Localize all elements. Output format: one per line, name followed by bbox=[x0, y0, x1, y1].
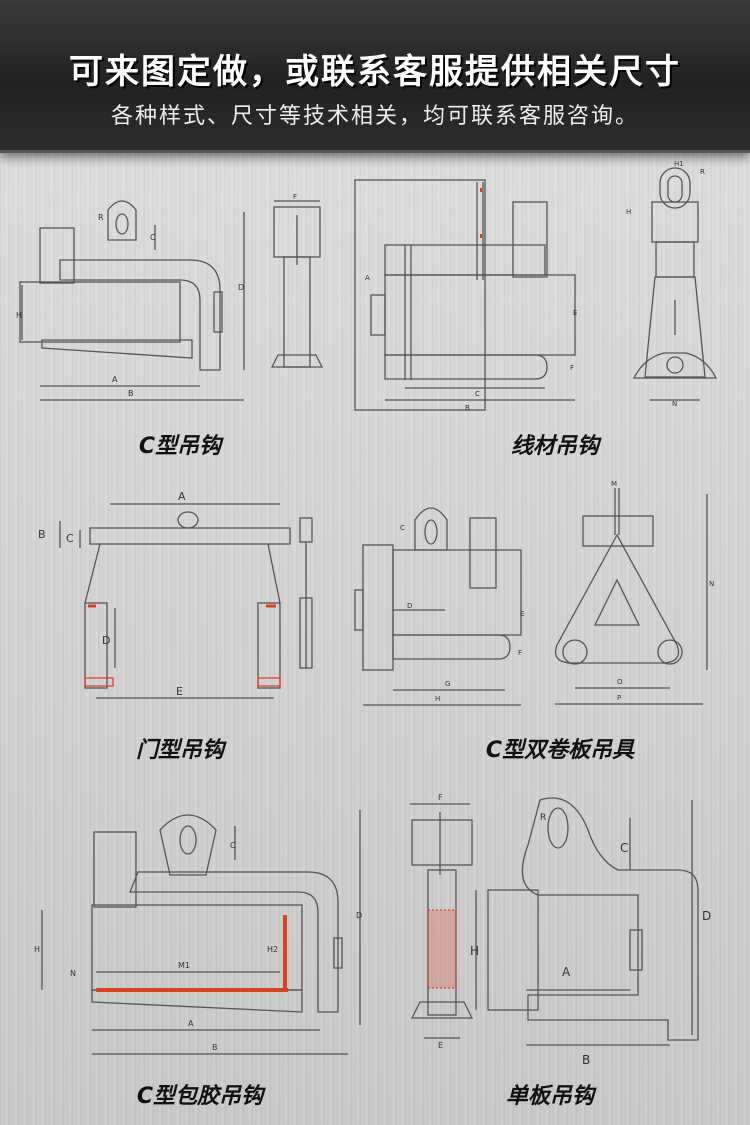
dim-a-label: A bbox=[562, 965, 571, 979]
dim-c-label: C bbox=[620, 841, 628, 855]
dim-h-label: H bbox=[34, 945, 40, 954]
dim-c-label: C bbox=[230, 841, 236, 850]
caption-gate-hook: 门型吊钩 bbox=[135, 738, 224, 763]
dim-m1-label: M1 bbox=[178, 961, 190, 970]
dim-h-label: H bbox=[470, 944, 479, 958]
caption-c-rubber-hook: C型包胶吊钩 bbox=[136, 1084, 264, 1109]
dim-e-label: E bbox=[520, 610, 524, 618]
dim-b-label: B bbox=[212, 1043, 218, 1052]
dim-h-label: H bbox=[626, 208, 631, 216]
dim-h-label: H bbox=[16, 311, 22, 320]
page-subtitle: 各种样式、尺寸等技术相关，均可联系客服咨询。 bbox=[110, 104, 639, 129]
caption-single-plate-hook: 单板吊钩 bbox=[505, 1084, 594, 1109]
dim-f-label: F bbox=[293, 193, 297, 201]
dim-c-label: C bbox=[475, 390, 480, 398]
dim-b-label: B bbox=[465, 404, 470, 412]
dim-a-label: A bbox=[178, 490, 186, 503]
c-double-coil-front-drawing: M N O P bbox=[545, 480, 725, 715]
c-rubber-hook-drawing: A B C D H H2 M1 N bbox=[30, 800, 380, 1070]
c-double-coil-side-drawing: D E F G H C bbox=[345, 490, 545, 715]
dim-d-label: D bbox=[356, 911, 362, 920]
single-plate-front-drawing: F E bbox=[400, 790, 490, 1055]
dim-c-label: C bbox=[400, 524, 405, 532]
caption-c-double-coil: C型双卷板吊具 bbox=[485, 738, 635, 763]
dim-n-label: N bbox=[672, 400, 677, 408]
dim-o-label: O bbox=[617, 678, 623, 686]
dim-h1-label: H1 bbox=[674, 160, 684, 168]
dim-d-label: D bbox=[702, 909, 711, 923]
dim-n-label: N bbox=[70, 969, 76, 978]
dim-d-label: D bbox=[102, 634, 110, 647]
dim-a-label: A bbox=[188, 1019, 194, 1028]
dim-r-label: R bbox=[540, 813, 546, 823]
page-title: 可来图定做，或联系客服提供相关尺寸 bbox=[69, 52, 681, 92]
c-hook-front-drawing: F bbox=[262, 193, 332, 375]
wire-hook-side-drawing: A B C E F bbox=[345, 170, 585, 420]
dim-m-label: M bbox=[611, 480, 617, 488]
dim-g-label: G bbox=[445, 680, 450, 688]
dim-b-label: B bbox=[38, 528, 46, 541]
dim-h2-label: H2 bbox=[267, 945, 278, 954]
dim-c-label: C bbox=[150, 233, 156, 242]
wire-hook-front-drawing: H1 H R N bbox=[620, 160, 730, 410]
dim-b-label: B bbox=[582, 1053, 590, 1067]
dim-b-label: B bbox=[128, 389, 134, 398]
dim-f-label: F bbox=[438, 793, 443, 802]
dim-d-label: D bbox=[238, 283, 244, 292]
dim-e-label: E bbox=[176, 685, 183, 698]
caption-wire-hook: 线材吊钩 bbox=[510, 434, 599, 459]
header-banner: 可来图定做，或联系客服提供相关尺寸 各种样式、尺寸等技术相关，均可联系客服咨询。 bbox=[0, 0, 750, 153]
dim-r-label: R bbox=[700, 168, 705, 176]
dim-p-label: P bbox=[617, 694, 621, 702]
dim-a-label: A bbox=[112, 375, 118, 384]
single-plate-side-drawing: A B C D H R bbox=[470, 790, 730, 1070]
dim-e-label: E bbox=[438, 1041, 443, 1050]
dim-f-label: F bbox=[518, 649, 522, 657]
dim-r-label: R bbox=[98, 213, 104, 222]
dim-a-label: A bbox=[365, 274, 370, 282]
dim-d-label: D bbox=[407, 602, 412, 610]
dim-n-label: N bbox=[709, 580, 714, 588]
dim-c-label: C bbox=[66, 532, 74, 545]
caption-c-hook: C型吊钩 bbox=[138, 434, 222, 459]
gate-hook-drawing: A B C D E bbox=[30, 488, 330, 718]
dim-h-label: H bbox=[435, 695, 440, 703]
dim-e-label: E bbox=[573, 309, 577, 317]
c-hook-side-drawing: A B D H C R bbox=[0, 190, 260, 420]
dim-f-label: F bbox=[570, 364, 574, 372]
